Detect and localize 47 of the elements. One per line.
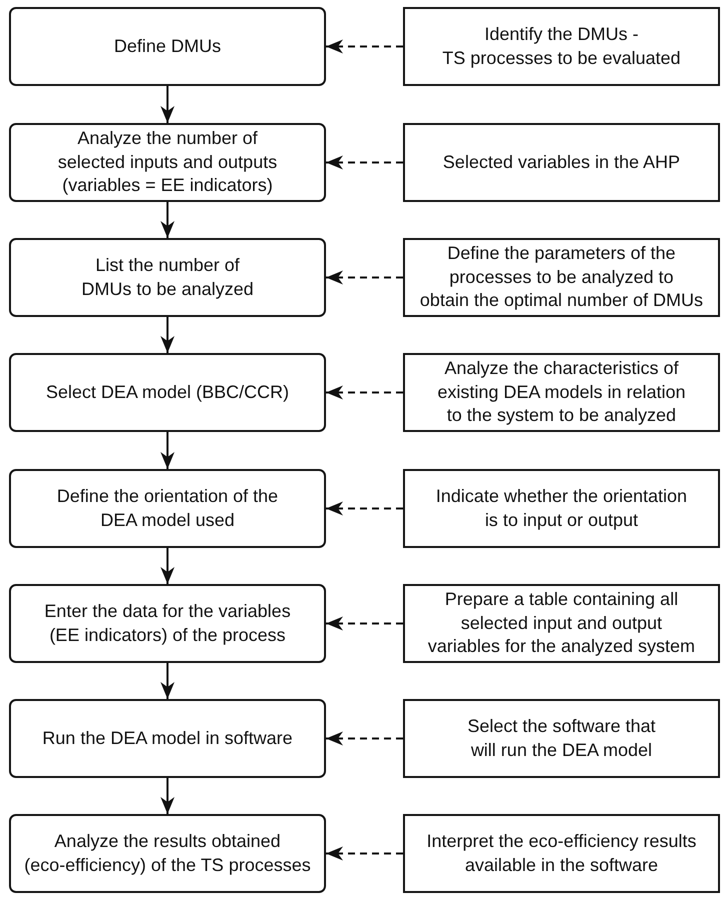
dashed-arrow [326, 846, 403, 860]
dashed-arrow [326, 616, 403, 630]
dashed-arrow [326, 502, 403, 516]
description-text: Prepare a table containing all selected input and output variables for the analyzed system [428, 588, 696, 658]
step-text: Run the DEA model in software [41, 726, 294, 750]
description-box [403, 699, 720, 778]
dashed-arrow [326, 40, 403, 54]
dashed-arrow [326, 270, 403, 284]
dashed-arrow [326, 732, 403, 746]
process-box [9, 469, 326, 548]
description-box [403, 7, 720, 86]
dashed-arrow [326, 386, 403, 400]
description-box [403, 238, 720, 317]
step-text: Define DMUs [112, 34, 222, 58]
description-box [403, 584, 720, 663]
step-text: Analyze the results obtained (eco-efficiency) of the TS processes [24, 830, 311, 877]
step-text: List the number of DMUs to be analyzed [81, 254, 254, 301]
flow-arrow [160, 202, 174, 238]
step-text: Analyze the number of selected inputs and outputs (variables = EE indicators) [58, 127, 278, 198]
flow-arrow [160, 778, 174, 814]
flow-arrow [160, 663, 174, 699]
description-text: Interpret the eco-efficiency results available in the software [426, 830, 696, 876]
description-box [403, 814, 720, 893]
description-box [403, 123, 720, 202]
description-text: Define the parameters of the processes to be analyzed to obtain the optimal number of DMUs [420, 242, 704, 312]
dashed-arrow [326, 156, 403, 170]
description-box [403, 353, 720, 432]
flow-arrow [160, 432, 174, 469]
flow-arrow [160, 548, 174, 584]
description-text: Selected variables in the AHP [442, 150, 682, 174]
process-box [9, 353, 326, 432]
flow-arrow [160, 86, 174, 123]
description-text: Indicate whether the orientation is to input or output [436, 485, 688, 532]
step-text: Enter the data for the variables (EE indicators) of the process [44, 600, 291, 647]
description-box [403, 469, 720, 548]
step-text: Select DEA model (BBC/CCR) [44, 380, 290, 404]
flow-arrow [160, 317, 174, 353]
step-text: Define the orientation of the DEA model used [56, 485, 278, 532]
process-box [9, 238, 326, 317]
process-box [9, 584, 326, 663]
process-box [9, 123, 326, 202]
description-text: Identify the DMUs - TS processes to be evaluated [442, 23, 681, 70]
description-text: Select the software that will run the DEA model [467, 715, 656, 762]
process-box [9, 7, 326, 86]
process-box [9, 814, 326, 893]
description-text: Analyze the characteristics of existing DEA models in relation to the system to be analyzed [437, 357, 686, 428]
process-box [9, 699, 326, 778]
